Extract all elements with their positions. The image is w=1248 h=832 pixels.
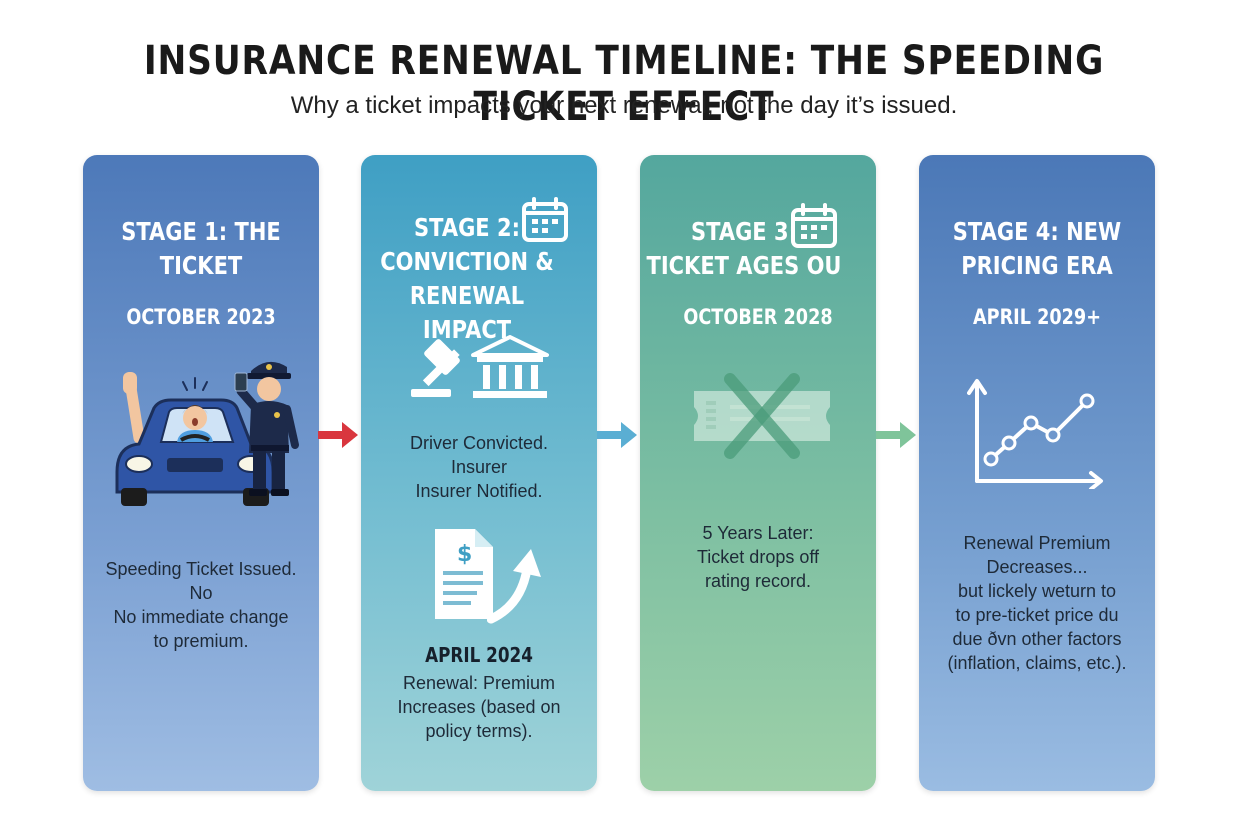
stage-1-card: STAGE 1: THE TICKET OCTOBER 2023 <box>83 155 319 791</box>
stage-3-description: 5 Years Later: Ticket drops off rating r… <box>696 523 820 591</box>
stage-2-description: Driver Convicted. Insurer Insurer Notifi… <box>409 433 549 501</box>
stage-1-heading: STAGE 1: THE TICKET <box>121 217 281 280</box>
stage-4-heading: STAGE 4: NEW PRICING ERA <box>952 217 1122 280</box>
arrow-right-icon <box>876 422 916 448</box>
line-chart-icon <box>967 379 1103 489</box>
stage-3-card: STAGE 3: TICKET AGES OU OCTOBER 2028 5 Y… <box>640 155 876 791</box>
stage-1-description: Speeding Ticket Issued. No No immediate … <box>105 559 297 651</box>
stage-2-sub-description: Renewal: Premium Increases (based on pol… <box>397 673 561 741</box>
stage-4-card: STAGE 4: NEW PRICING ERA APRIL 2029+ Ren… <box>919 155 1155 791</box>
police-officer-icon <box>234 361 299 496</box>
page-title: INSURANCE RENEWAL TIMELINE: THE SPEEDING… <box>143 38 1105 130</box>
page-subtitle: Why a ticket impacts your next renewal, … <box>290 92 958 119</box>
stage-4-description: Renewal Premium Decreases... but lickely… <box>947 533 1127 673</box>
document-dollar-icon: $ <box>435 529 493 619</box>
stage-1-date: OCTOBER 2023 <box>126 305 276 329</box>
car-driver-icon <box>115 372 275 506</box>
gavel-icon <box>411 339 460 397</box>
arrow-right-icon <box>318 422 358 448</box>
stage-2-heading: STAGE 2: CONVICTION & RENEWAL IMPACT <box>380 213 554 344</box>
stage-2-card: STAGE 2: CONVICTION & RENEWAL IMPACT Dri… <box>361 155 597 791</box>
stage-4-date: APRIL 2029+ <box>973 305 1101 329</box>
stage-3-date: OCTOBER 2028 <box>683 305 833 329</box>
stage-2-sub-date: APRIL 2024 <box>425 643 533 667</box>
calendar-icon <box>791 203 837 248</box>
stage-3-heading: STAGE 3: TICKET AGES OU <box>646 217 842 280</box>
arrow-right-icon <box>597 422 637 448</box>
crossed-ticket-icon <box>694 373 830 459</box>
calendar-icon <box>522 197 568 242</box>
svg-text:$: $ <box>457 542 472 567</box>
courthouse-icon <box>471 335 549 398</box>
rising-arrow-icon <box>487 549 541 624</box>
